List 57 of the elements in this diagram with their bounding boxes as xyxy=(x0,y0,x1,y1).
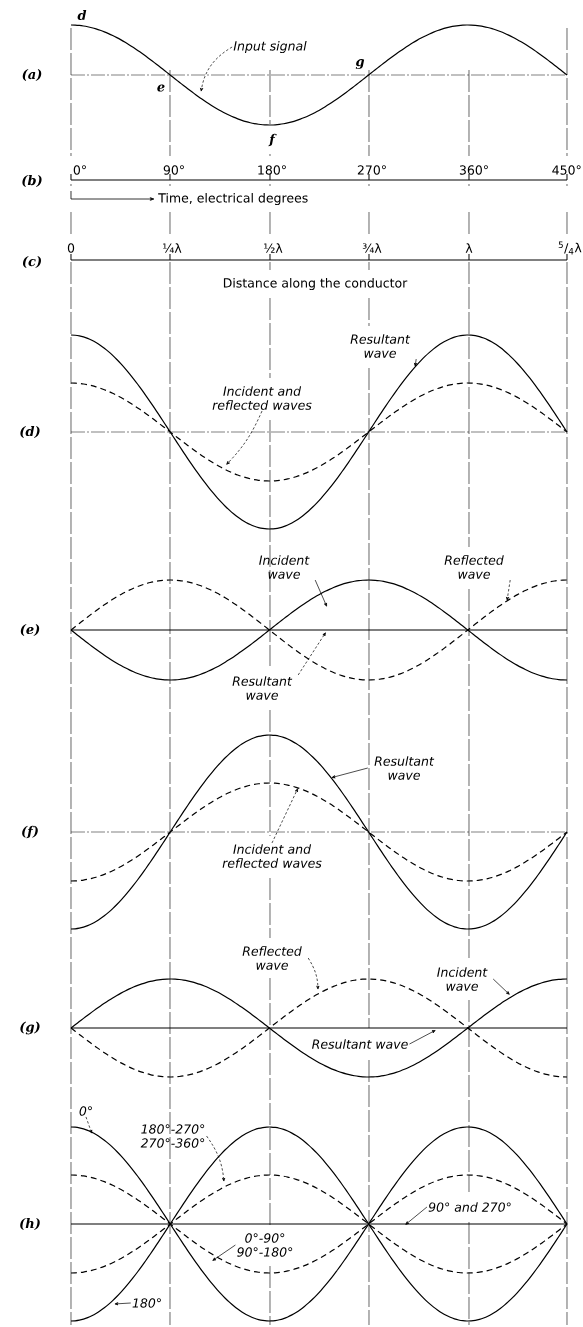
tick-label: 0° xyxy=(73,165,86,175)
annotation: 0° xyxy=(79,1106,92,1116)
axis-title: Time, electrical degrees xyxy=(158,192,308,206)
leader-line xyxy=(200,46,233,92)
tick-label: 360° xyxy=(459,165,488,175)
leader-line xyxy=(206,1135,226,1182)
leader-line xyxy=(212,1244,236,1261)
tick-label: ¾λ xyxy=(362,243,382,253)
row-label: (g) xyxy=(20,1021,40,1035)
axis-title: Distance along the conductor xyxy=(223,277,408,291)
leader-line xyxy=(85,1116,93,1134)
leader-line xyxy=(271,788,298,844)
annotation: Reflected wave xyxy=(444,555,504,579)
leader-line xyxy=(307,957,320,990)
row-label: (b) xyxy=(22,175,42,187)
tick-label: 90° xyxy=(163,165,184,175)
leader-line xyxy=(314,579,327,607)
wave-curve xyxy=(70,734,568,930)
leader-line xyxy=(414,358,418,367)
leader-line xyxy=(492,978,510,995)
annotation: Incident wave xyxy=(437,967,488,991)
annotation: 90° and 270° xyxy=(428,1202,511,1212)
annotation: Incident and reflected waves xyxy=(212,386,312,410)
annotation: 180° xyxy=(132,1298,161,1308)
point-label: g xyxy=(355,59,365,69)
row-label: (e) xyxy=(20,624,40,636)
point-label: f xyxy=(268,133,277,147)
tick-label: ¼λ xyxy=(163,243,182,253)
leader-line xyxy=(506,579,511,601)
annotation: Resultant wave xyxy=(350,334,411,358)
point-label: e xyxy=(157,84,165,92)
leader-line xyxy=(409,1030,436,1045)
leader-line xyxy=(405,1206,428,1225)
tick-label: 180° xyxy=(258,165,286,175)
annotation: 180°-270° 270°-360° xyxy=(140,1124,205,1148)
annotation: Input signal xyxy=(233,40,307,54)
tick-label: 0 xyxy=(67,243,75,253)
annotation: Incident wave xyxy=(259,555,310,579)
leader-line xyxy=(226,410,263,465)
tick-label: 270° xyxy=(357,165,386,175)
tick-label: λ xyxy=(465,243,473,253)
tick-label: $^{5}$/$_{4}$λ xyxy=(558,241,582,255)
row-label: (f) xyxy=(22,825,38,839)
tick-label: ½λ xyxy=(264,243,283,253)
annotation: Resultant wave xyxy=(232,676,293,700)
row-label: (d) xyxy=(20,426,40,438)
leader-line xyxy=(331,767,369,779)
annotation: Resultant wave xyxy=(312,1039,408,1049)
row-label: (c) xyxy=(22,256,41,268)
point-label: d xyxy=(77,10,87,21)
annotation: 0°-90° 90°-180° xyxy=(237,1233,293,1257)
tick-label: 450° xyxy=(552,165,581,175)
leader-line xyxy=(114,1302,132,1306)
row-label: (a) xyxy=(22,69,42,81)
annotation: Reflected wave xyxy=(242,946,302,970)
row-label: (h) xyxy=(20,1218,40,1230)
leader-line xyxy=(297,632,326,676)
